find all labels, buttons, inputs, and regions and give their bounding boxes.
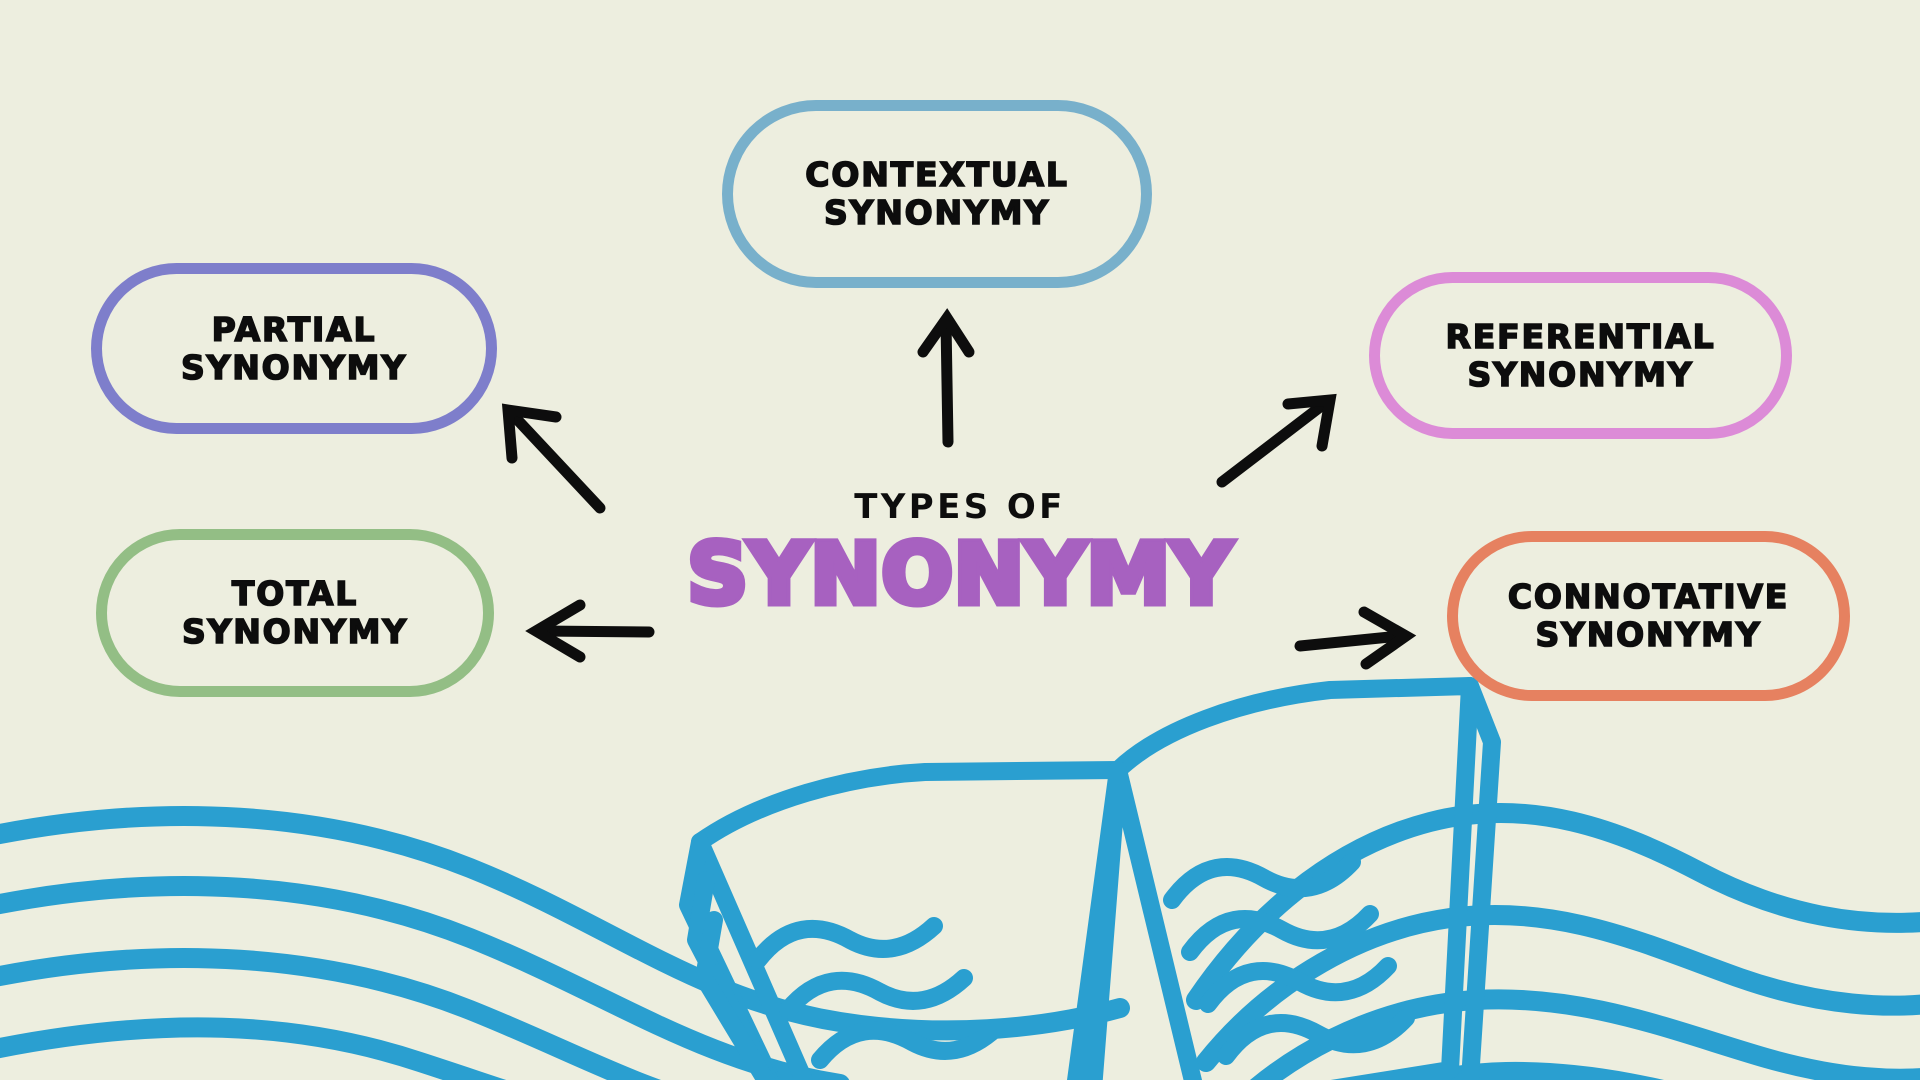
wave-group-right (1186, 802, 1920, 1080)
node-partial-synonymy-label: PARTIAL SYNONYMY (180, 309, 408, 387)
arrow-left-to-total (525, 599, 655, 663)
wave-group-left (0, 806, 1130, 1080)
node-partial-synonymy[interactable]: PARTIAL SYNONYMY (91, 263, 497, 434)
arrow-right-to-connotative (1294, 606, 1417, 670)
center-title-block: TYPES OF SYNONYMY (660, 487, 1260, 623)
title-eyebrow: TYPES OF (854, 487, 1066, 527)
arrow-up-to-contextual (917, 308, 975, 448)
node-referential-synonymy[interactable]: REFERENTIAL SYNONYMY (1369, 272, 1792, 439)
node-total-synonymy[interactable]: TOTAL SYNONYMY (96, 529, 494, 697)
node-contextual-synonymy-label: CONTEXTUAL SYNONYMY (804, 155, 1069, 232)
arrow-upright-to-referential (1216, 393, 1337, 488)
arrow-upleft-to-partial (501, 403, 606, 514)
node-referential-synonymy-label: REFERENTIAL SYNONYMY (1445, 316, 1716, 394)
node-contextual-synonymy[interactable]: CONTEXTUAL SYNONYMY (722, 100, 1152, 288)
node-total-synonymy-label: TOTAL SYNONYMY (181, 574, 409, 651)
node-connotative-synonymy[interactable]: CONNOTATIVE SYNONYMY (1447, 531, 1850, 701)
node-connotative-synonymy-label: CONNOTATIVE SYNONYMY (1507, 577, 1790, 654)
page-title: SYNONYMY (684, 525, 1235, 623)
open-book-illustration (679, 677, 1501, 1080)
